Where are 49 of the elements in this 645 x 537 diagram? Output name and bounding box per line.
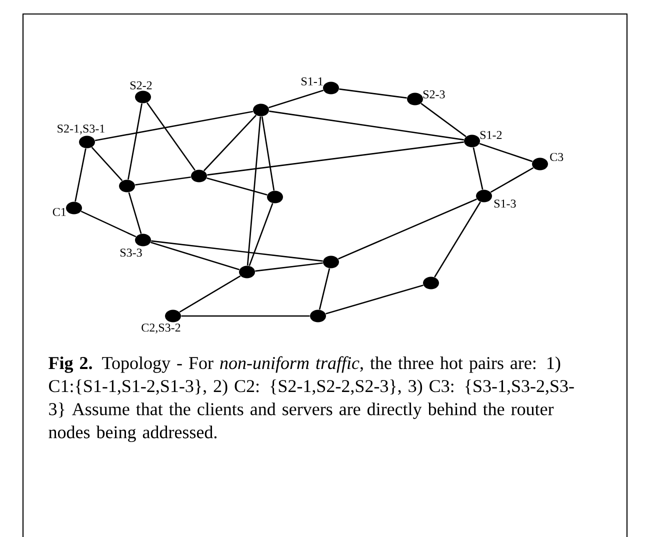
link-line [420, 102, 466, 138]
node-label: C3 [550, 152, 564, 162]
link-line [128, 192, 142, 234]
link-line [179, 275, 241, 313]
link-line [181, 315, 310, 317]
link-line [80, 210, 136, 238]
link-line [479, 142, 533, 162]
router-node [423, 276, 439, 290]
node-label: S2-2 [130, 81, 152, 90]
node-label: S1-3 [494, 200, 516, 208]
link-line [326, 284, 424, 314]
link-line [261, 116, 275, 191]
link-line [434, 202, 481, 278]
router-node [267, 190, 283, 204]
link-line [203, 114, 257, 172]
router-node [253, 104, 269, 116]
link-line [246, 116, 262, 266]
link-line [490, 167, 534, 193]
link-line [338, 198, 477, 260]
node-label: S2-1,S3-1 [58, 124, 104, 134]
router-node [191, 170, 207, 182]
router-node [310, 310, 326, 322]
node-label: S1-1 [302, 77, 323, 86]
router-node [323, 256, 339, 268]
link-line [206, 178, 268, 196]
figure-caption: Fig 2. Topology - For non-uniform traffic, the three hot pairs are: 1) C1:{S1-1,S1-2,S1-3}, 2) C2: {S2-1,S2-2,S2-3}, 3) C3: {S3-1,S3-2,S3-3} Assume that the clients and servers are directly behind the router nodes being addressed. [48, 356, 574, 442]
link-line [268, 90, 324, 108]
node-label: C1 [52, 208, 66, 216]
link-line [146, 102, 196, 171]
link-line [94, 110, 254, 142]
link-line [74, 148, 86, 202]
node-label: S3-3 [120, 248, 142, 257]
link-line [318, 268, 330, 310]
link-line [135, 176, 191, 186]
link-line [151, 240, 323, 262]
router-node [239, 266, 255, 278]
link-line [150, 242, 240, 270]
link-line [269, 110, 464, 140]
link-line [128, 103, 142, 180]
node-label: C2,S3-2 [142, 324, 180, 334]
link-line [248, 203, 274, 266]
link-line [339, 88, 407, 99]
node-label: S2-3 [423, 90, 445, 98]
link-line [91, 146, 123, 182]
link-line [472, 147, 484, 190]
node-label: S1-2 [480, 130, 502, 140]
link-line [255, 262, 323, 272]
router-node [119, 180, 135, 192]
link-line [207, 141, 464, 176]
